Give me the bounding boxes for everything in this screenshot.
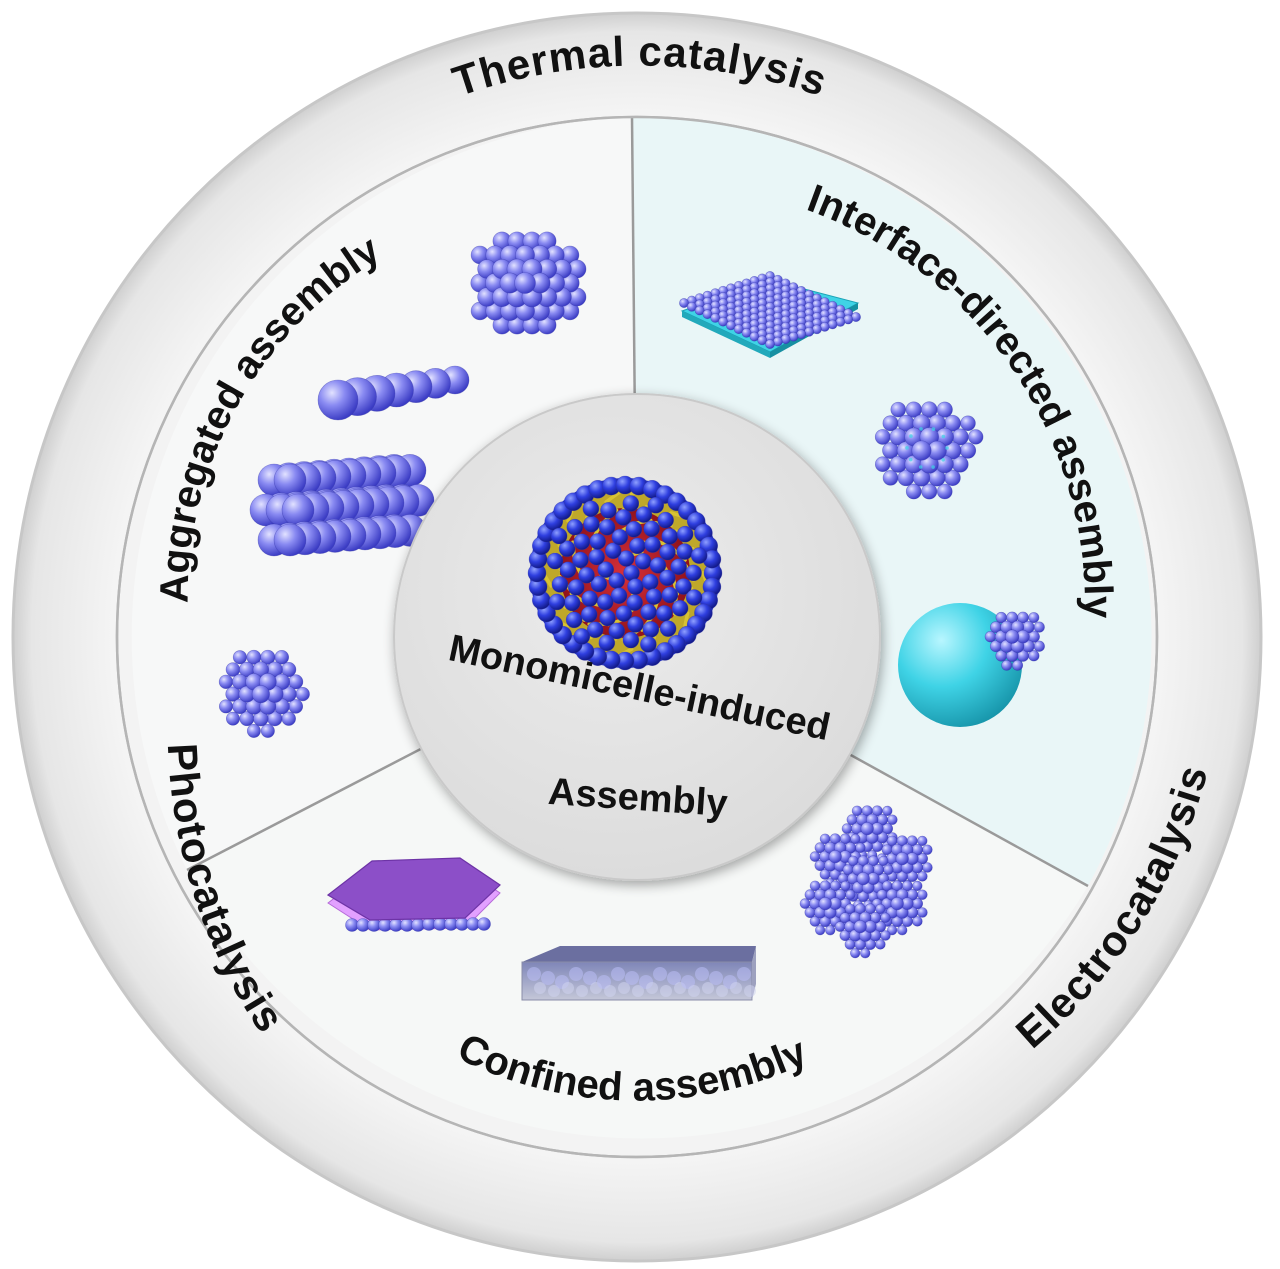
janus-particle-illustration [898, 603, 1045, 727]
spherical-aggregate-illustration [218, 649, 310, 738]
confined-slab-illustration [521, 946, 756, 1001]
hollow-sphere-illustration [874, 401, 984, 500]
rod-bundle-illustration [249, 454, 435, 557]
confined-plate-illustration [326, 857, 501, 932]
monomicelle-illustration [527, 475, 723, 671]
cluster-of-spheres-illustration [799, 805, 933, 959]
cubic-cluster-illustration [470, 231, 587, 335]
monolayer-film-illustration [679, 271, 861, 358]
sphere-chain-illustration [317, 365, 470, 421]
